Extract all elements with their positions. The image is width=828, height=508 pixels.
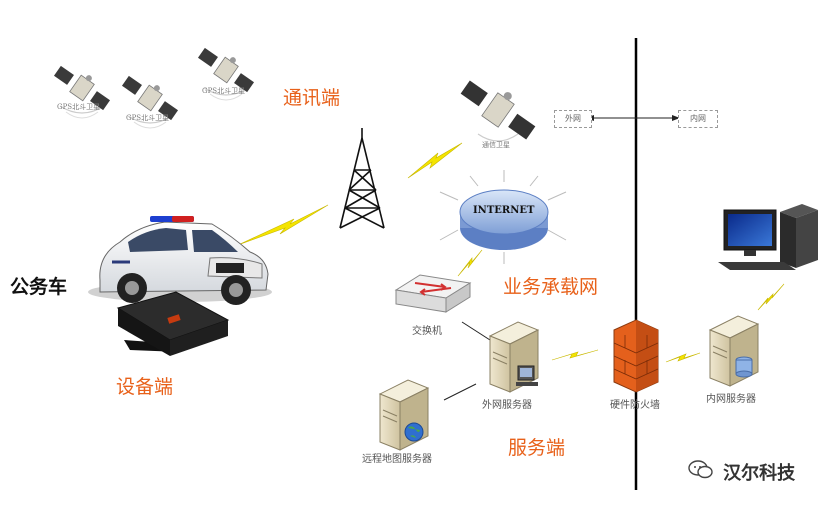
vehicle-label: 公务车 [10, 276, 68, 298]
switch-label: 交换机 [412, 326, 442, 337]
switch-icon [394, 274, 472, 313]
wechat-icon [688, 459, 714, 485]
map-server-icon [378, 379, 430, 451]
internet-globe-icon [439, 170, 567, 264]
wireless-link-bolts [237, 142, 785, 363]
gps-satellite-icon-1 [53, 65, 111, 119]
outer-server-icon [488, 321, 540, 393]
server-end-label: 服务端 [508, 437, 566, 459]
outer-server-label: 外网服务器 [482, 400, 532, 411]
gps-satellite-label-3: GPS北斗卫星 [202, 87, 246, 95]
desktop-computer-icon [718, 204, 818, 270]
device-end-label: 设备端 [116, 376, 174, 398]
gps-tracker-device-icon [116, 291, 230, 356]
comm-satellite-label: 通信卫星 [482, 141, 510, 149]
outer-network-box: 外网 [554, 110, 592, 128]
gps-satellite-icon-2 [121, 75, 179, 129]
signal-tower-icon [339, 128, 385, 229]
inner-server-label: 内网服务器 [706, 394, 756, 405]
inner-network-box: 内网 [678, 110, 718, 128]
connection-lines [443, 321, 491, 401]
brand-name: 汉尔科技 [723, 463, 796, 484]
internet-label: INTERNET [473, 205, 535, 216]
gps-satellite-label-2: GPS北斗卫星 [126, 114, 170, 122]
police-car-icon [88, 216, 272, 305]
gps-satellite-icon-3 [197, 47, 255, 101]
comm-satellite-icon [460, 80, 536, 142]
gps-satellite-label-1: GPS北斗卫星 [57, 103, 101, 111]
service-network-label: 业务承载网 [503, 276, 599, 298]
firewall-label: 硬件防火墙 [610, 400, 660, 411]
map-server-label: 远程地图服务器 [362, 454, 432, 465]
network-arrow [586, 115, 680, 121]
comm-end-label: 通讯端 [283, 87, 341, 109]
inner-server-icon [708, 315, 760, 387]
watermark: 汉尔科技 [688, 459, 795, 485]
firewall-icon [613, 319, 659, 393]
